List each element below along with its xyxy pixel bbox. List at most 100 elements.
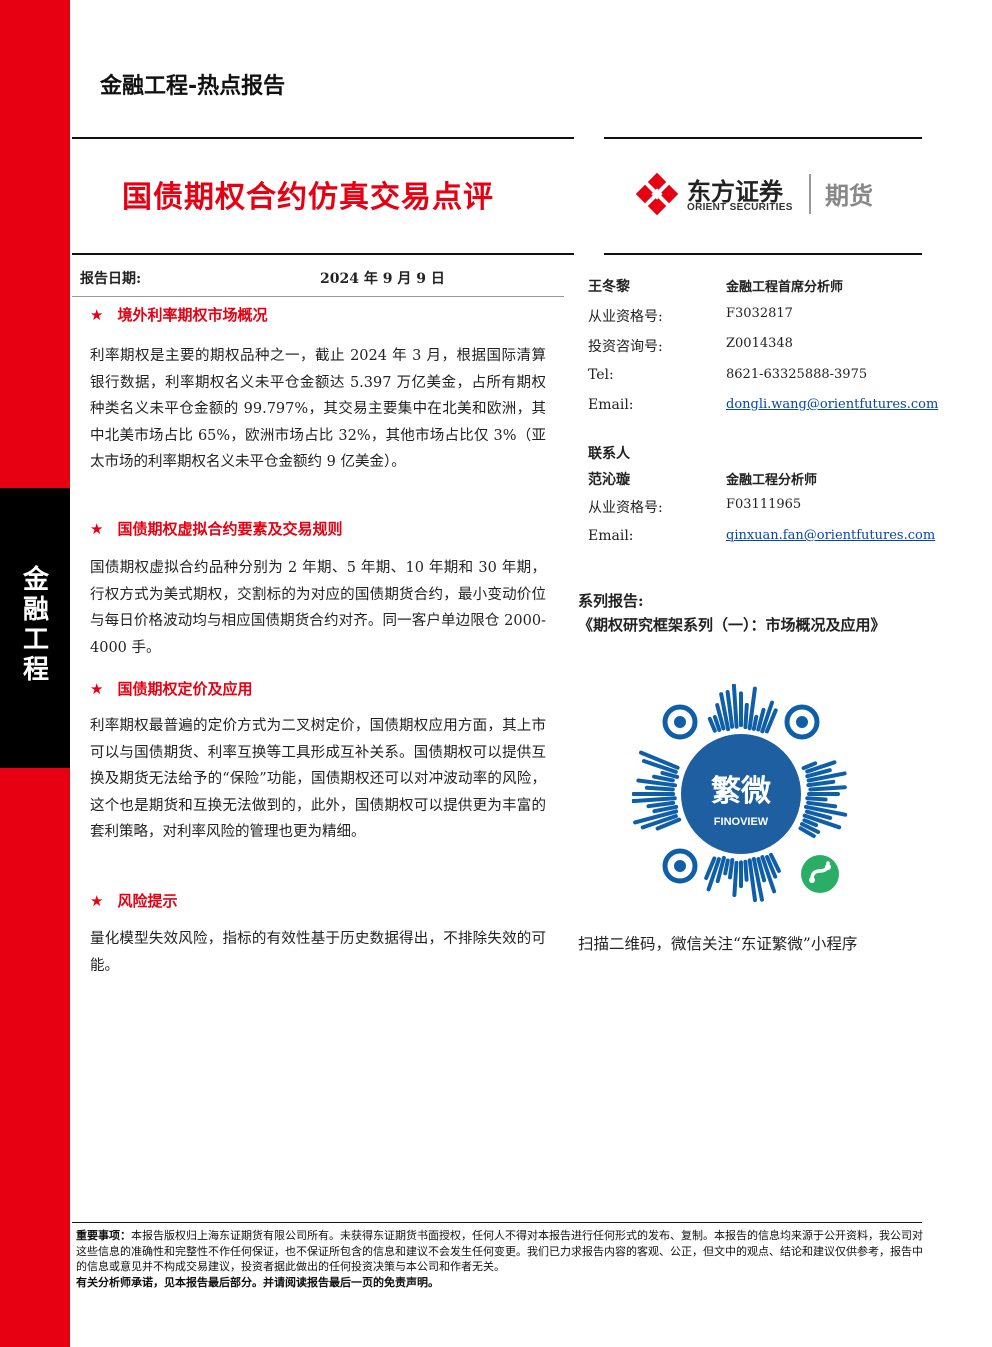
report-date: 报告日期: 2024 年 9 月 9 日 (80, 268, 564, 292)
qr-ray (646, 800, 676, 809)
sidebar-label: 金融工程 (22, 565, 49, 685)
contact-label: 联系人 (588, 446, 630, 462)
section-heading: ★国债期权虚拟合约要素及交易规则 (90, 520, 343, 538)
qr-ray (764, 708, 778, 734)
qr-ray (743, 702, 749, 730)
qr-ray (806, 779, 836, 788)
qr-ray (644, 785, 675, 792)
contact-cert-row: 从业资格号: F03111965 (588, 497, 802, 516)
qr-ray (747, 858, 757, 903)
qr-ray (655, 817, 682, 831)
analyst-cert: F3032817 (726, 306, 793, 321)
divider (72, 1222, 922, 1223)
section-body: 利率期权最普遍的定价方式为二叉树定价，国债期权应用方面，其上市可以与国债期货、利… (90, 718, 546, 840)
qr-ray (802, 813, 842, 830)
disclaimer: 重要事项：本报告版权归上海东证期货有限公司所有。未获得东证期货书面授权，任何人不… (76, 1228, 926, 1290)
qr-ray (632, 796, 677, 804)
qr-ray (707, 716, 717, 733)
qr-rays (632, 684, 848, 903)
qr-ray (805, 809, 833, 820)
qr-ray (719, 692, 731, 732)
qr-ray (760, 700, 774, 734)
qr-ray (765, 855, 778, 879)
qr-ray (804, 804, 848, 817)
star-icon: ★ (90, 520, 104, 538)
sidebar-black-band (0, 488, 70, 768)
qr-ray (641, 759, 678, 774)
qr-ray (805, 768, 832, 779)
report-date-value: 2024 年 9 月 9 日 (320, 271, 445, 287)
qr-ray (652, 774, 675, 783)
analyst-tel-row: Tel: 8621-63325888-3975 (588, 367, 868, 383)
analyst-email-row: Email: dongli.wang@orientfutures.com (588, 397, 939, 413)
divider (604, 253, 922, 255)
qr-ray (805, 760, 837, 774)
contact-name: 范沁璇 (588, 472, 630, 488)
contact-name-row: 范沁璇 金融工程分析师 (588, 469, 928, 493)
qr-ray (715, 855, 726, 884)
qr-ray (660, 770, 680, 779)
qr-ray (805, 796, 828, 802)
logo-separator (809, 174, 811, 214)
report-category: 金融工程-热点报告 (100, 74, 286, 99)
contact-email-link[interactable]: qinxuan.fan@orientfutures.com (726, 528, 936, 543)
divider (604, 137, 922, 139)
section-heading: ★风险提示 (90, 892, 178, 910)
qr-ray (802, 818, 819, 828)
qr-ray (633, 809, 679, 825)
qr-ray (731, 684, 739, 729)
disclaimer-footer: 有关分析师承诺，见本报告最后部分。并请阅读报告最后一页的免责声明。 (76, 1275, 439, 1289)
qr-ray (751, 714, 759, 731)
qr-center-en: FINOVIEW (714, 816, 769, 828)
analyst-consult: Z0014348 (726, 336, 793, 351)
qr-ray (706, 857, 721, 892)
analyst-name-row: 王冬黎 金融工程首席分析师 (588, 276, 928, 300)
qr-ray (743, 859, 749, 882)
qr-ray (800, 822, 821, 834)
contact-label-row: 联系人 (588, 443, 928, 467)
qr-ray (652, 804, 679, 814)
section-body: 利率期权是主要的期权品种之一，截止 2024 年 3 月，根据国际清算银行数据，… (90, 348, 546, 470)
qr-ray (725, 690, 735, 729)
qr-center-cn: 繁微 (711, 774, 771, 809)
analyst-name: 王冬黎 (588, 279, 630, 295)
star-icon: ★ (90, 680, 104, 698)
qr-ray (715, 703, 726, 731)
contact-cert: F03111965 (726, 497, 802, 512)
analyst-consult-row: 投资咨询号: Z0014348 (588, 336, 793, 355)
qr-ray (723, 858, 730, 876)
qr-caption: 扫描二维码，微信关注“东证繁微”小程序 (578, 935, 858, 953)
star-icon: ★ (90, 306, 104, 324)
analyst-cert-row: 从业资格号: F3032817 (588, 306, 793, 325)
qr-ray (808, 785, 847, 792)
analyst-role: 金融工程首席分析师 (726, 280, 844, 295)
qr-ray (704, 856, 717, 880)
page-title: 国债期权合约仿真交易点评 (122, 180, 494, 215)
logo-name-en: ORIENT SECURITIES (687, 202, 793, 213)
qr-finder-icon (662, 704, 820, 884)
contact-email-row: Email: qinxuan.fan@orientfutures.com (588, 528, 936, 544)
qr-ray (756, 707, 766, 732)
divider (72, 296, 564, 297)
series-report-link[interactable]: 《期权研究框架系列（一）：市场概况及应用》 (578, 616, 886, 634)
qr-ray (756, 857, 767, 883)
divider (72, 137, 574, 139)
qr-code: 繁微 FINOVIEW (632, 684, 848, 903)
qr-ray (801, 761, 818, 771)
series-label: 系列报告: (578, 592, 644, 610)
qr-ray (712, 715, 722, 732)
qr-ray (640, 814, 678, 830)
section-body: 国债期权虚拟合约品种分别为 2 年期、5 年期、10 年期和 30 年期，行权方… (90, 560, 546, 656)
qr-ray (806, 800, 838, 809)
section-heading: ★国债期权定价及应用 (90, 680, 253, 698)
section-body: 量化模型失效风险，指标的有效性基于历史数据得出，不排除失效的可能。 (90, 931, 546, 974)
disclaimer-lead: 重要事项： (76, 1229, 131, 1242)
analyst-tel: 8621-63325888-3975 (726, 367, 868, 382)
qr-ray (769, 852, 781, 873)
analyst-email-link[interactable]: dongli.wang@orientfutures.com (726, 397, 939, 412)
wechat-miniprogram-icon (798, 852, 842, 896)
qr-ray (760, 855, 777, 894)
star-icon: ★ (90, 892, 104, 910)
qr-ray (636, 778, 678, 788)
qr-ray (732, 860, 739, 897)
